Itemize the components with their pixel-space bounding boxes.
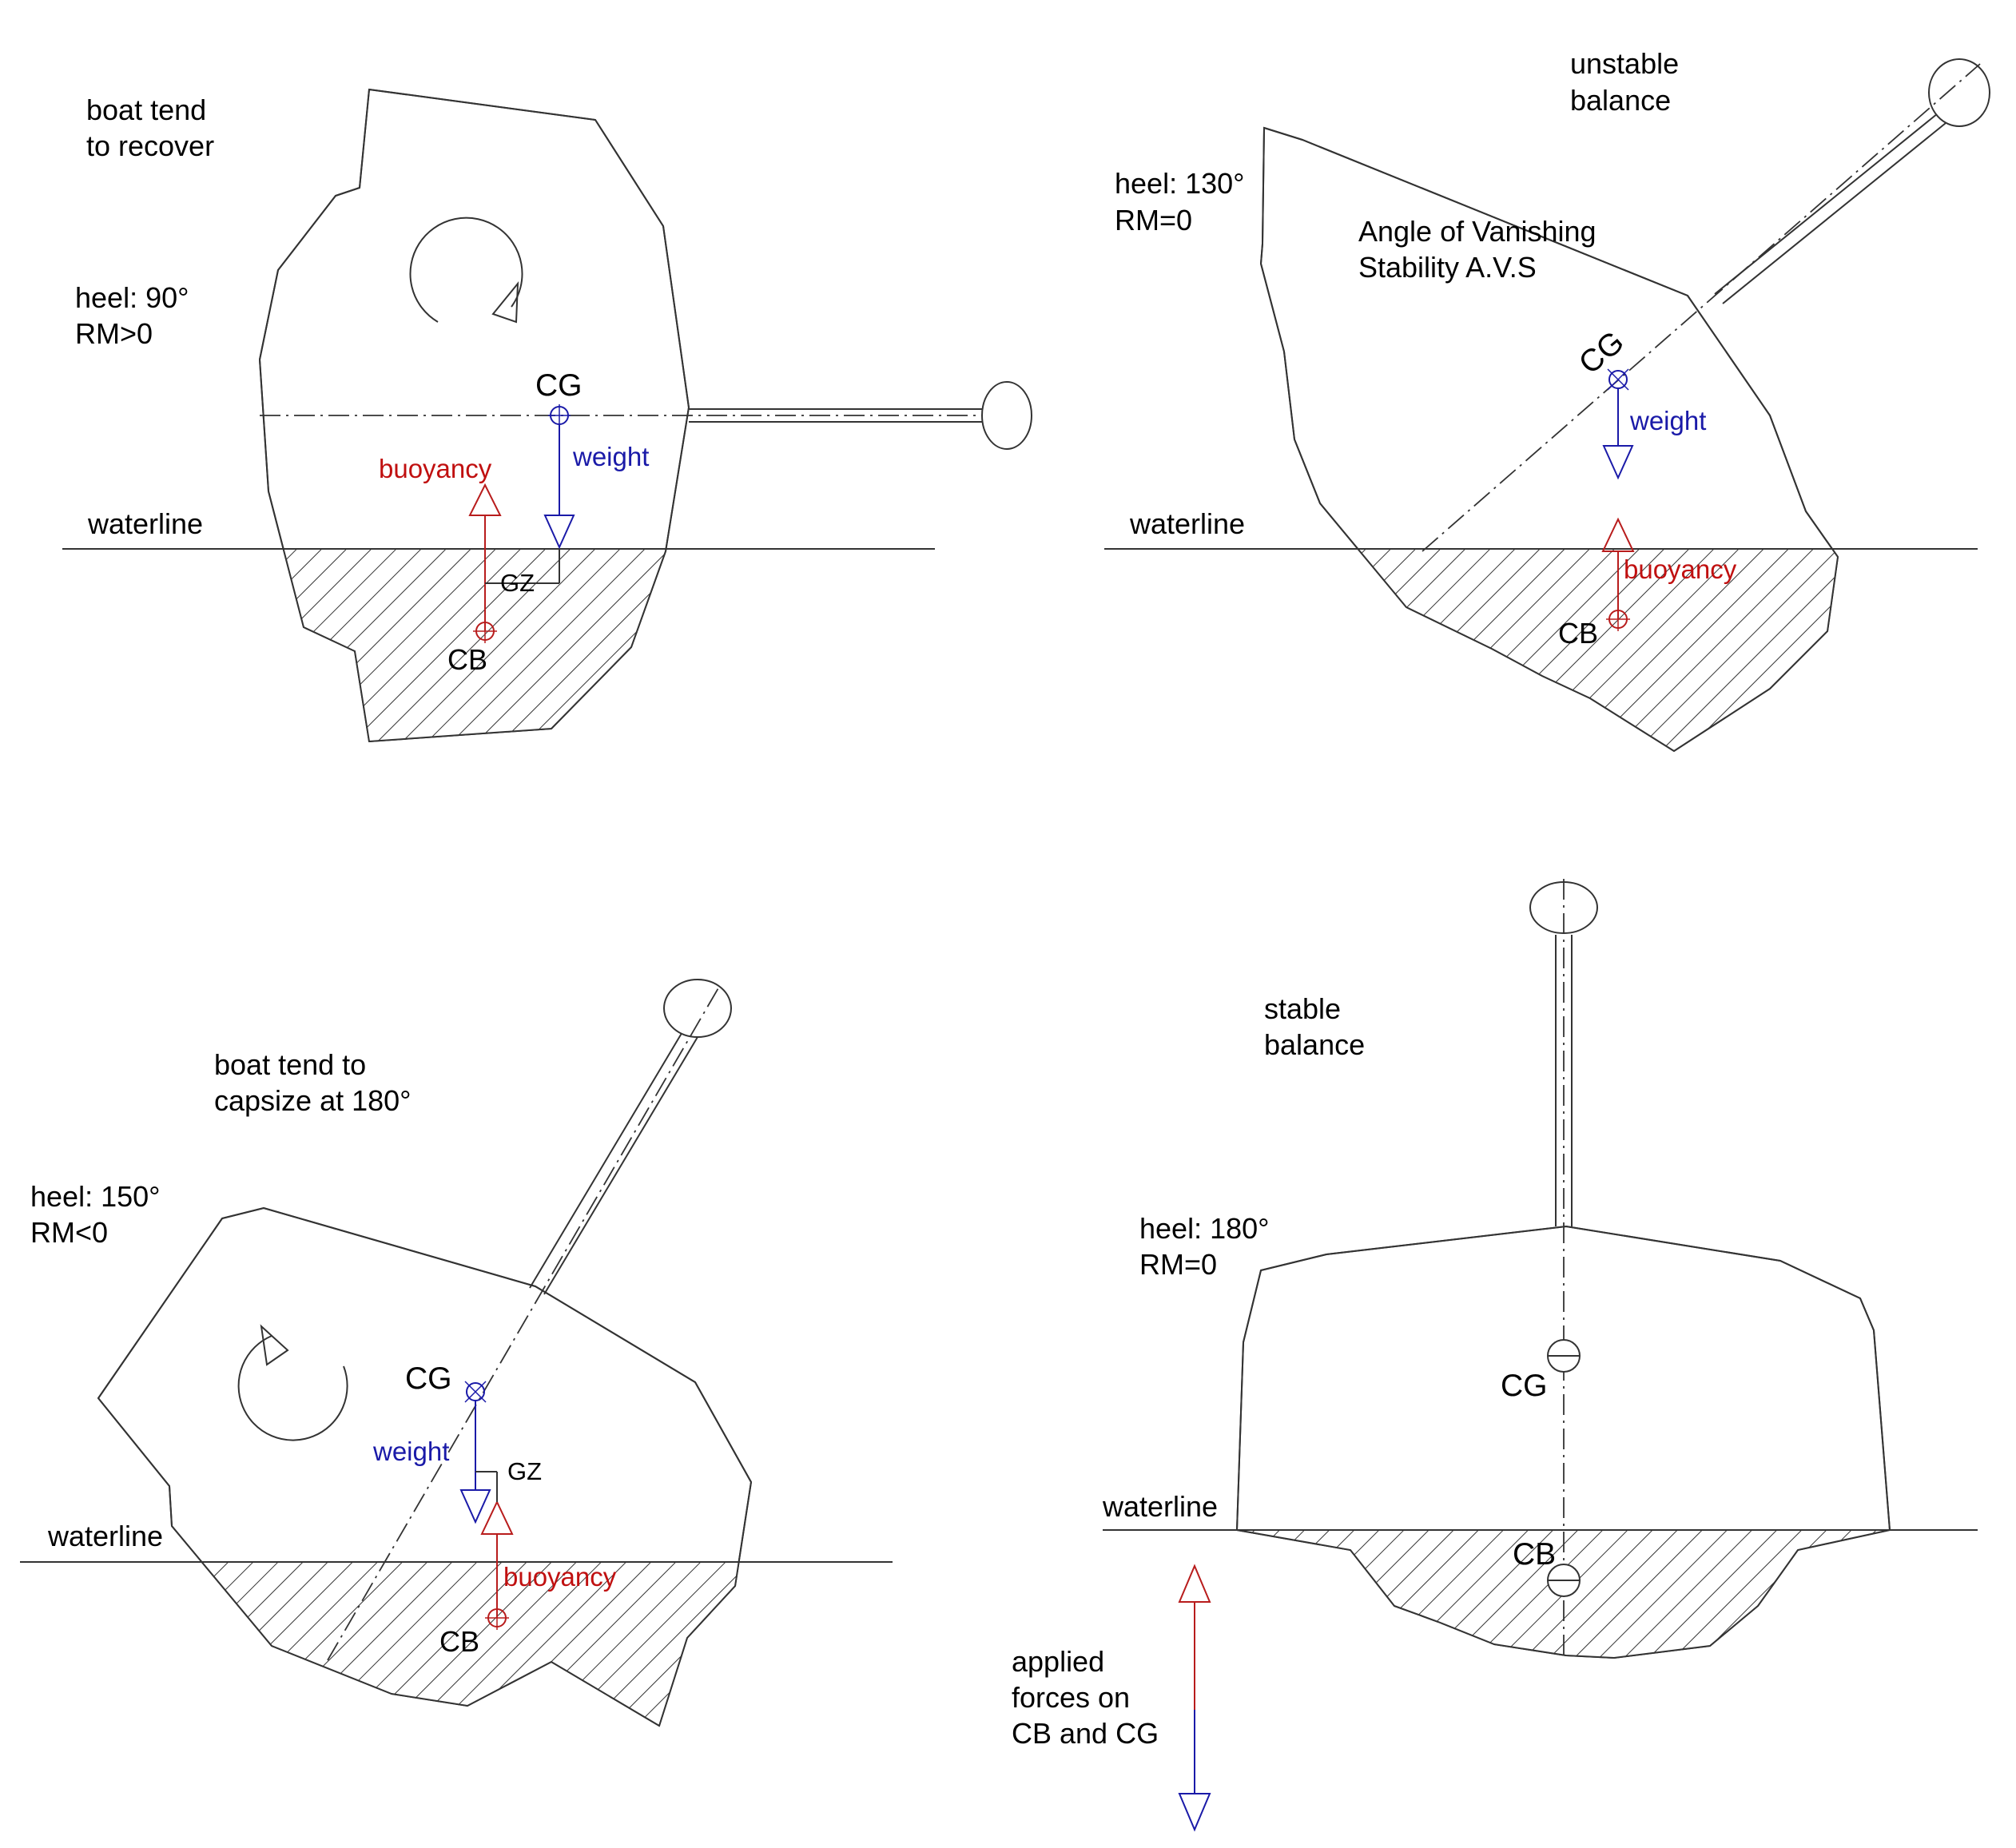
heel-label: heel: 150° <box>30 1180 161 1213</box>
cb-marker <box>1547 1564 1581 1597</box>
panel-heel-90: boat tend to recover heel: 90° RM>0 wate… <box>62 88 1032 743</box>
buoyancy-arrow <box>480 1500 514 1618</box>
avs-line-2: Stability A.V.S <box>1358 251 1537 284</box>
rm-label: RM=0 <box>1115 204 1192 236</box>
cb-label: CB <box>1558 617 1598 650</box>
weight-label: weight <box>1629 406 1706 435</box>
cg-marker <box>464 1381 487 1403</box>
cg-label: CG <box>535 368 583 403</box>
heel-label: heel: 180° <box>1139 1212 1270 1245</box>
title-line-1: boat tend to <box>214 1048 366 1081</box>
title-line-2: balance <box>1264 1028 1365 1061</box>
waterline-label: waterline <box>1129 507 1245 540</box>
panel-heel-180: stable balance heel: 180° RM=0 CG waterl… <box>1012 879 1978 1832</box>
forces-line-2: forces on <box>1012 1681 1130 1714</box>
weight-label: weight <box>572 442 649 471</box>
title-line-1: unstable <box>1570 47 1679 80</box>
heel-label: heel: 130° <box>1115 167 1245 200</box>
applied-forces-arrow <box>1178 1564 1211 1832</box>
gz-lever <box>485 549 560 584</box>
weight-arrow <box>459 1401 491 1524</box>
gz-lever <box>475 1471 498 1502</box>
forces-line-3: CB and CG <box>1012 1717 1159 1750</box>
rm-label: RM<0 <box>30 1216 108 1249</box>
title-line-2: balance <box>1570 84 1671 117</box>
title-line-1: stable <box>1264 992 1341 1025</box>
keel <box>689 381 1032 450</box>
centerline <box>327 986 720 1661</box>
panel-heel-130: unstable balance heel: 130° RM=0 Angle o… <box>1104 47 1990 753</box>
cb-marker <box>473 619 497 643</box>
submerged-area <box>1237 1530 1890 1658</box>
cb-label: CB <box>447 643 487 676</box>
weight-arrow <box>1602 388 1634 480</box>
panel-heel-150: boat tend to capsize at 180° heel: 150° … <box>20 979 893 1727</box>
forces-line-1: applied <box>1012 1645 1104 1678</box>
waterline-label: waterline <box>87 507 203 540</box>
buoyancy-label: buoyancy <box>379 454 492 483</box>
title-line-2: capsize at 180° <box>214 1084 412 1117</box>
gz-label: GZ <box>507 1457 542 1485</box>
recover-rotation-arrow <box>409 217 523 324</box>
waterline-label: waterline <box>47 1520 163 1552</box>
cb-marker <box>1606 607 1630 631</box>
rm-label: RM=0 <box>1139 1248 1217 1281</box>
cg-label: CG <box>405 1361 452 1396</box>
cg-marker <box>1547 1339 1581 1373</box>
buoyancy-label: buoyancy <box>503 1562 617 1592</box>
cb-label: CB <box>439 1625 479 1658</box>
weight-label: weight <box>372 1437 449 1466</box>
heel-label: heel: 90° <box>75 281 189 314</box>
cb-label: CB <box>1513 1537 1556 1572</box>
rm-label: RM>0 <box>75 317 153 350</box>
keel <box>1714 58 1990 304</box>
capsize-rotation-arrow <box>237 1324 348 1441</box>
avs-line-1: Angle of Vanishing <box>1358 215 1596 248</box>
weight-arrow <box>543 424 575 550</box>
gz-label: GZ <box>500 569 535 597</box>
title-line-2: to recover <box>86 129 214 162</box>
waterline-label: waterline <box>1102 1490 1218 1523</box>
centerline <box>1422 63 1981 552</box>
cg-label: CG <box>1501 1369 1548 1403</box>
buoyancy-arrow <box>468 483 502 631</box>
title-line-1: boat tend <box>86 93 206 126</box>
cb-marker <box>485 1606 509 1630</box>
keel <box>529 979 732 1295</box>
buoyancy-label: buoyancy <box>1624 554 1737 584</box>
